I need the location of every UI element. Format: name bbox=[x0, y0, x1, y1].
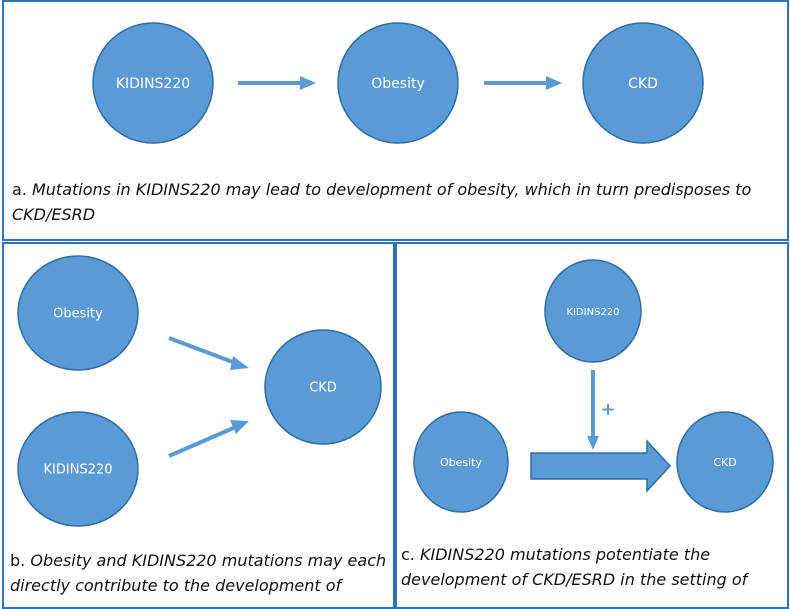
panel-c-caption: c. KIDINS220 mutations potentiate the de… bbox=[401, 542, 781, 592]
block-arrow-c bbox=[530, 439, 672, 493]
plus-symbol: + bbox=[600, 399, 615, 420]
node-kidins220-label: KIDINS220 bbox=[116, 76, 190, 92]
node-obesity-label: Obesity bbox=[371, 76, 424, 92]
node-obesity: Obesity bbox=[337, 22, 459, 144]
arrow-obesity-to-ckd bbox=[484, 76, 562, 90]
panel-a-caption-prefix: a. bbox=[12, 180, 27, 199]
node-kidins220-b-label: KIDINS220 bbox=[44, 463, 113, 478]
arrow-kidins220-to-obesity bbox=[238, 76, 316, 90]
node-obesity-b-label: Obesity bbox=[53, 307, 103, 322]
node-obesity-c: Obesity bbox=[413, 411, 509, 513]
panel-c-diagram: KIDINS220 + Obesity CKD bbox=[413, 259, 774, 513]
node-kidins220-c-label: KIDINS220 bbox=[566, 307, 619, 318]
panel-a-caption: a. Mutations in KIDINS220 may lead to de… bbox=[12, 177, 772, 227]
panel-c-caption-text: KIDINS220 mutations potentiate the devel… bbox=[401, 545, 748, 589]
node-ckd-c-label: CKD bbox=[713, 456, 736, 469]
panel-c: KIDINS220 + Obesity CKD c. KIDINS220 mut… bbox=[395, 242, 789, 609]
node-kidins220-b: KIDINS220 bbox=[17, 411, 139, 527]
arrow-kidins220-down-c bbox=[587, 370, 599, 450]
node-ckd-c: CKD bbox=[676, 411, 774, 513]
panel-b-caption-text: Obesity and KIDINS220 mutations may each… bbox=[10, 551, 387, 595]
node-obesity-b: Obesity bbox=[17, 255, 139, 371]
arrow-kidins220-to-ckd-b bbox=[168, 420, 249, 458]
node-ckd-label: CKD bbox=[628, 76, 658, 92]
node-ckd-b: CKD bbox=[264, 329, 382, 445]
panel-a-caption-text: Mutations in KIDINS220 may lead to devel… bbox=[12, 180, 752, 224]
node-kidins220-c: KIDINS220 bbox=[544, 259, 642, 363]
panel-b-caption-prefix: b. bbox=[10, 551, 26, 570]
node-kidins220: KIDINS220 bbox=[92, 22, 214, 144]
panel-b-diagram: Obesity KIDINS220 CKD bbox=[17, 255, 382, 527]
node-obesity-c-label: Obesity bbox=[440, 456, 483, 469]
node-ckd-b-label: CKD bbox=[309, 381, 337, 396]
panel-b-caption: b. Obesity and KIDINS220 mutations may e… bbox=[10, 548, 390, 598]
arrow-obesity-to-ckd-b bbox=[168, 336, 249, 370]
panel-b: Obesity KIDINS220 CKD b. Obesity and KID… bbox=[2, 242, 395, 609]
panel-c-caption-prefix: c. bbox=[401, 545, 415, 564]
panel-a-diagram: KIDINS220 Obesity CKD bbox=[92, 22, 704, 144]
node-ckd: CKD bbox=[582, 22, 704, 144]
panel-a: KIDINS220 Obesity CKD a. Mutations in KI… bbox=[2, 0, 789, 241]
